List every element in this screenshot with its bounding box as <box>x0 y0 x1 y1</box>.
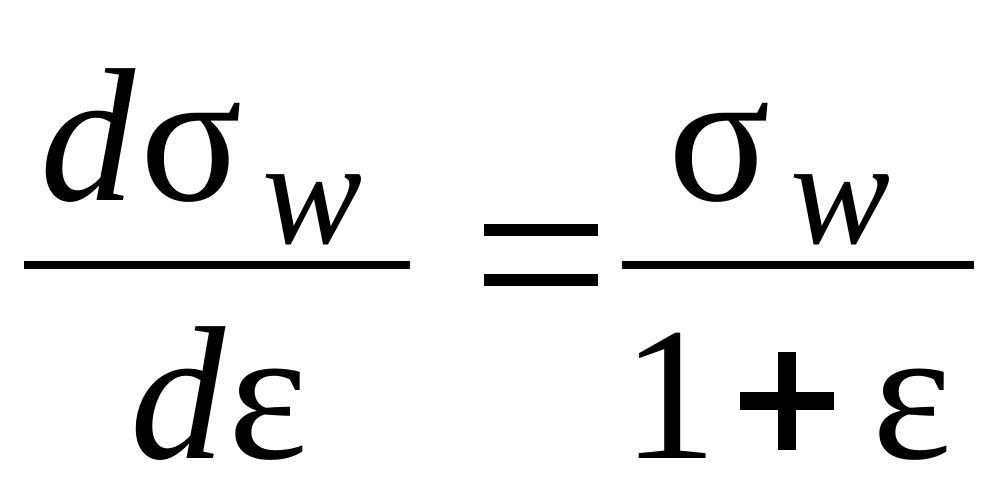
equals-lower-bar <box>484 274 598 286</box>
left-fraction-bar <box>24 261 410 269</box>
left-denominator-d: d <box>130 290 225 497</box>
left-numerator-sigma: σ <box>140 32 243 242</box>
left-numerator-d: d <box>40 32 135 242</box>
plus-vertical-stroke <box>778 352 796 450</box>
left-denominator-epsilon: ε <box>228 290 308 497</box>
left-numerator-subscript-w: w <box>262 110 363 276</box>
right-numerator-sigma: σ <box>668 32 771 242</box>
right-fraction-bar <box>622 261 974 269</box>
right-denominator-one: 1 <box>622 290 717 497</box>
equals-upper-bar <box>484 224 598 236</box>
right-numerator-subscript-w: w <box>790 110 891 276</box>
right-denominator-epsilon: ε <box>872 290 952 497</box>
